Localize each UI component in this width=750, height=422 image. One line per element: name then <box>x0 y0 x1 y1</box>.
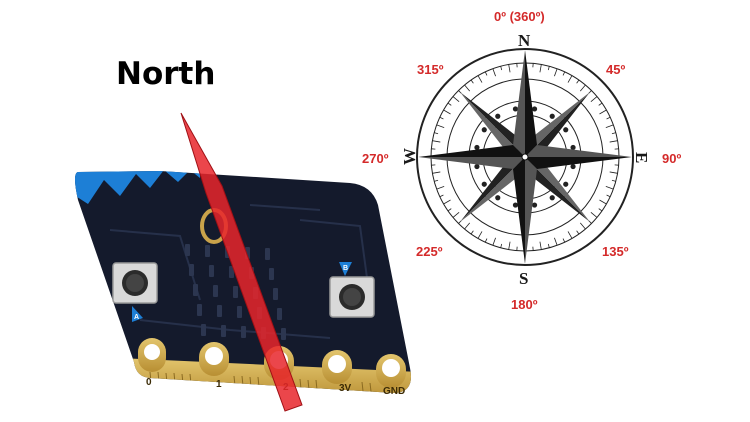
pin-3v-label: 3V <box>339 383 352 394</box>
pin-gnd-label: GND <box>383 386 405 397</box>
ring-dot <box>550 114 555 119</box>
cardinal-e: E <box>632 152 651 163</box>
bearing-315: 315º <box>417 62 444 77</box>
cardinal-s: S <box>519 269 528 288</box>
ring-dot <box>532 106 537 111</box>
button-b-label: B <box>343 265 348 272</box>
ring-dot <box>563 127 568 132</box>
bearing-90: 90º <box>662 151 681 166</box>
ring-dot <box>513 106 518 111</box>
ring-dot <box>482 127 487 132</box>
pin-1[interactable]: 1 <box>199 342 229 390</box>
ring-dot <box>495 195 500 200</box>
bearing-270: 270º <box>362 151 389 166</box>
button-a-label: A <box>134 314 139 321</box>
ring-dot <box>474 145 479 150</box>
ring-dot <box>550 195 555 200</box>
pin-0-label: 0 <box>146 377 152 388</box>
ring-dot <box>482 182 487 187</box>
bearing-0: 0º (360º) <box>494 9 545 24</box>
cardinal-w: W <box>400 148 419 165</box>
ring-dot <box>474 164 479 169</box>
pin-1-label: 1 <box>216 379 222 390</box>
north-label: North <box>116 56 215 92</box>
ring-dot <box>532 202 537 207</box>
ring-dot <box>570 145 575 150</box>
pin-0[interactable]: 0 <box>138 338 166 388</box>
bearing-180: 180º <box>511 297 538 312</box>
ring-dot <box>570 164 575 169</box>
ring-dot <box>495 114 500 119</box>
bearing-225: 225º <box>416 244 443 259</box>
ring-dot <box>513 202 518 207</box>
bearing-45: 45º <box>606 62 625 77</box>
bearing-135: 135º <box>602 244 629 259</box>
cardinal-n: N <box>518 31 531 50</box>
compass-center <box>522 154 528 160</box>
compass-rose: N E S W 0º (360º) 45º 90º 135º 180º 225º… <box>362 9 681 312</box>
ring-dot <box>563 182 568 187</box>
